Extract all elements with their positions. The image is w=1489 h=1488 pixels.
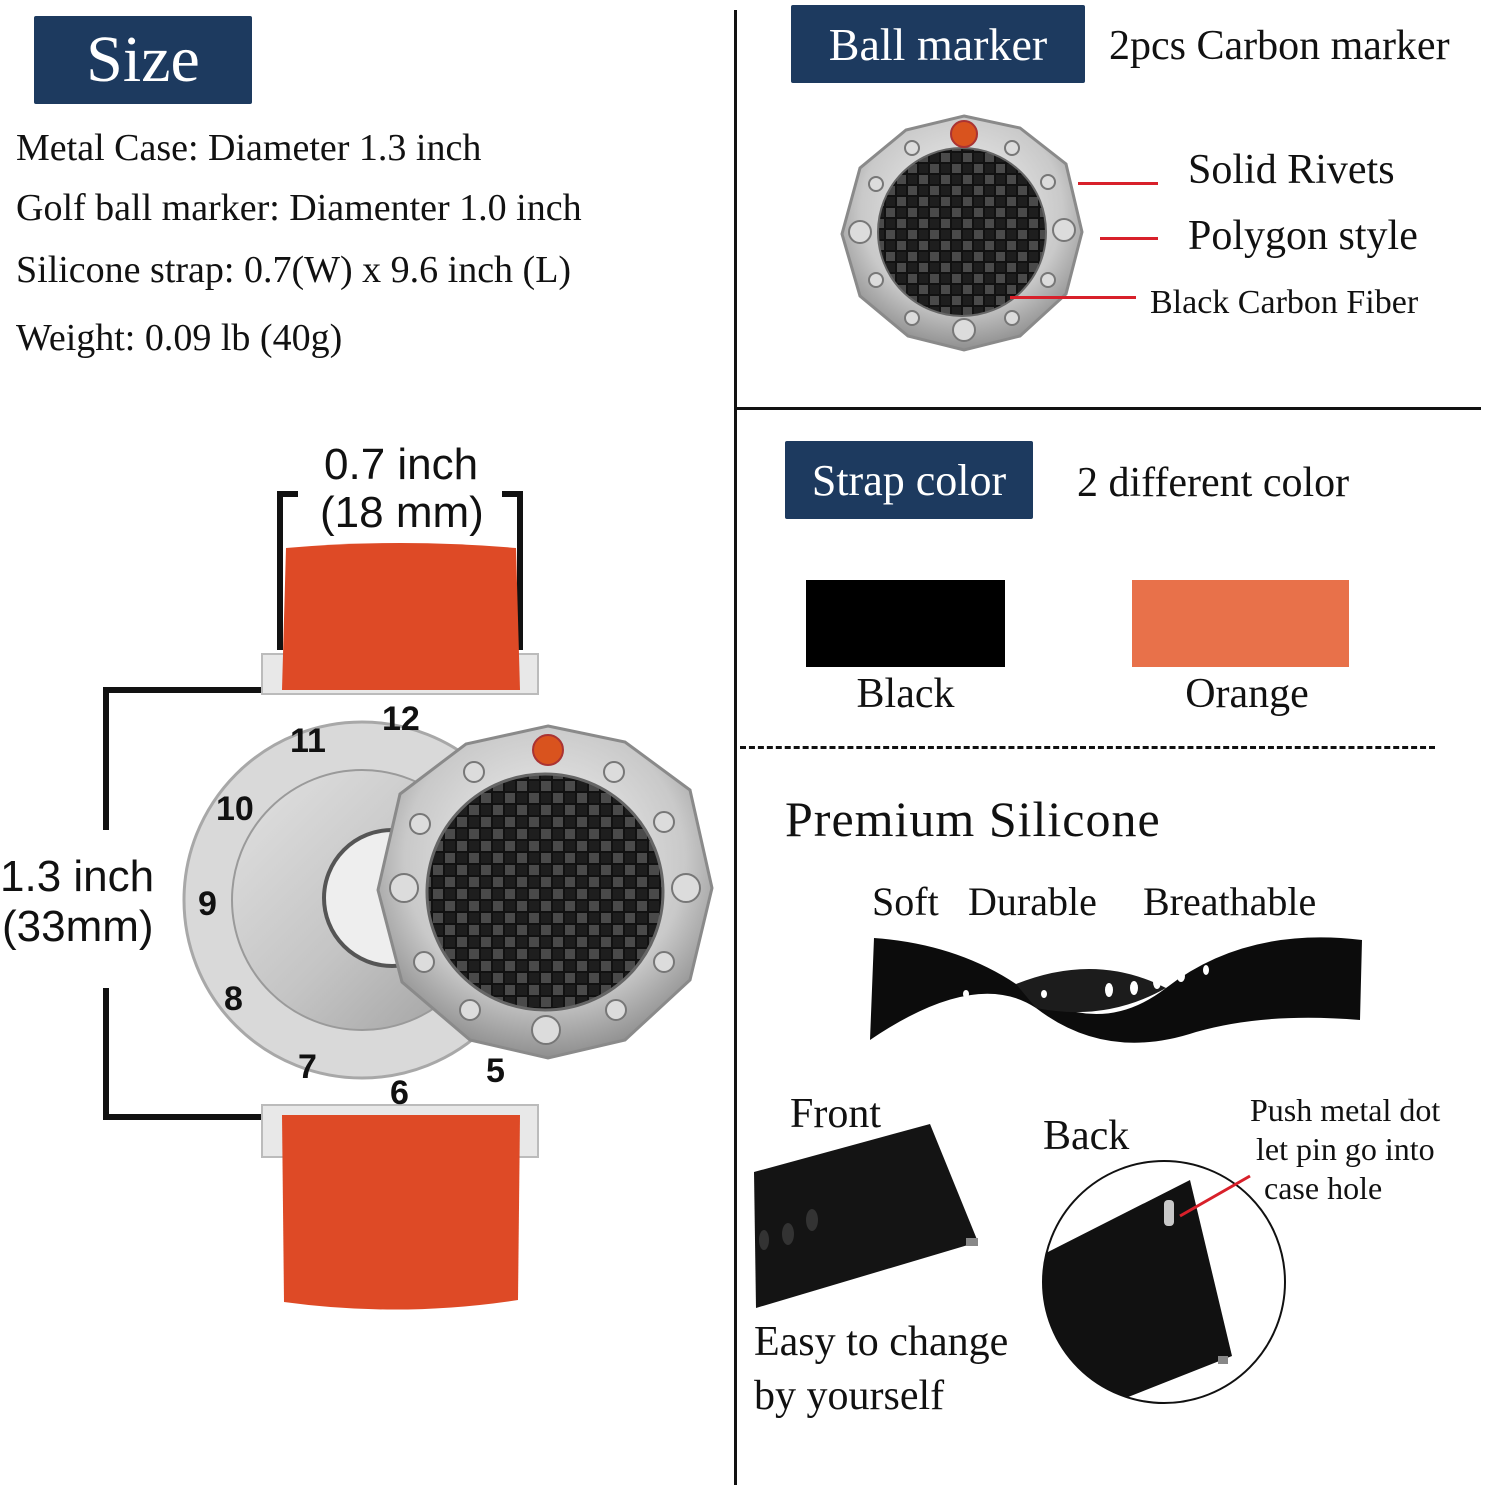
callout-solid-rivets: Solid Rivets <box>1188 147 1395 193</box>
height-dimension-line1: 1.3 inch <box>0 852 155 901</box>
feature-durable: Durable <box>968 879 1097 924</box>
strap-top <box>282 543 520 690</box>
dial-number-9: 9 <box>198 885 217 923</box>
feature-breathable: Breathable <box>1143 879 1317 924</box>
push-dot-line3: case hole <box>1264 1170 1383 1206</box>
swatch-black-label: Black <box>856 671 955 717</box>
horizontal-divider <box>737 407 1481 410</box>
ball-marker-subtitle: 2pcs Carbon marker <box>1109 23 1450 69</box>
spec-metal-case: Metal Case: Diameter 1.3 inch <box>16 127 482 169</box>
strap-color-subtitle: 2 different color <box>1077 460 1350 506</box>
dial-number-11: 11 <box>290 722 326 760</box>
width-dimension-line2: (18 mm) <box>320 488 484 537</box>
ball-marker-illustration <box>840 114 1084 352</box>
dial-number-12: 12 <box>382 700 420 738</box>
back-label: Back <box>1043 1113 1130 1159</box>
callout-polygon-style: Polygon style <box>1188 213 1418 259</box>
twisted-strap-image <box>870 937 1362 1043</box>
front-label: Front <box>790 1091 882 1137</box>
callout-line-polygon <box>1100 237 1158 240</box>
watch-illustration: 12 11 10 9 8 7 6 5 <box>103 491 714 1310</box>
easy-change-line2: by yourself <box>754 1373 945 1419</box>
swatch-orange <box>1132 580 1349 667</box>
width-dimension-line1: 0.7 inch <box>324 440 479 489</box>
push-dot-line1: Push metal dot <box>1250 1092 1441 1128</box>
strap-front-image <box>754 1124 978 1308</box>
size-tag: Size <box>34 16 252 104</box>
spec-golf-ball-marker: Golf ball marker: Diamenter 1.0 inch <box>16 187 582 229</box>
callout-line-rivets <box>1078 182 1158 185</box>
marker-carbon-face <box>425 772 665 1012</box>
push-dot-line2: let pin go into <box>1256 1131 1435 1167</box>
marker-orange-dot <box>532 734 564 766</box>
easy-change-line1: Easy to change <box>754 1319 1009 1365</box>
dial-number-5: 5 <box>486 1052 505 1090</box>
ball-marker-tag: Ball marker <box>791 5 1085 83</box>
callout-line-carbon <box>1010 296 1136 299</box>
dial-number-6: 6 <box>390 1074 409 1112</box>
dashed-divider <box>740 746 1435 749</box>
callout-black-carbon-fiber: Black Carbon Fiber <box>1150 284 1419 321</box>
width-bracket <box>277 491 523 650</box>
swatch-orange-label: Orange <box>1185 671 1309 717</box>
dial-number-7: 7 <box>298 1048 317 1086</box>
premium-title: Premium Silicone <box>785 791 1161 847</box>
strap-color-tag: Strap color <box>785 441 1033 519</box>
height-dimension-line2: (33mm) <box>2 902 154 951</box>
spec-silicone-strap: Silicone strap: 0.7(W) x 9.6 inch (L) <box>16 249 572 291</box>
swatch-black <box>806 580 1005 667</box>
size-tag-label: Size <box>86 23 200 96</box>
ball-marker-tag-label: Ball marker <box>828 18 1048 70</box>
strap-bottom <box>282 1115 520 1310</box>
strap-back-zoom-image <box>1042 1160 1286 1404</box>
vertical-divider <box>734 10 737 1485</box>
spec-weight: Weight: 0.09 lb (40g) <box>16 317 343 359</box>
dial-number-10: 10 <box>216 790 254 828</box>
strap-color-tag-label: Strap color <box>811 455 1007 505</box>
feature-soft: Soft <box>872 879 939 924</box>
dial-number-8: 8 <box>224 980 243 1018</box>
